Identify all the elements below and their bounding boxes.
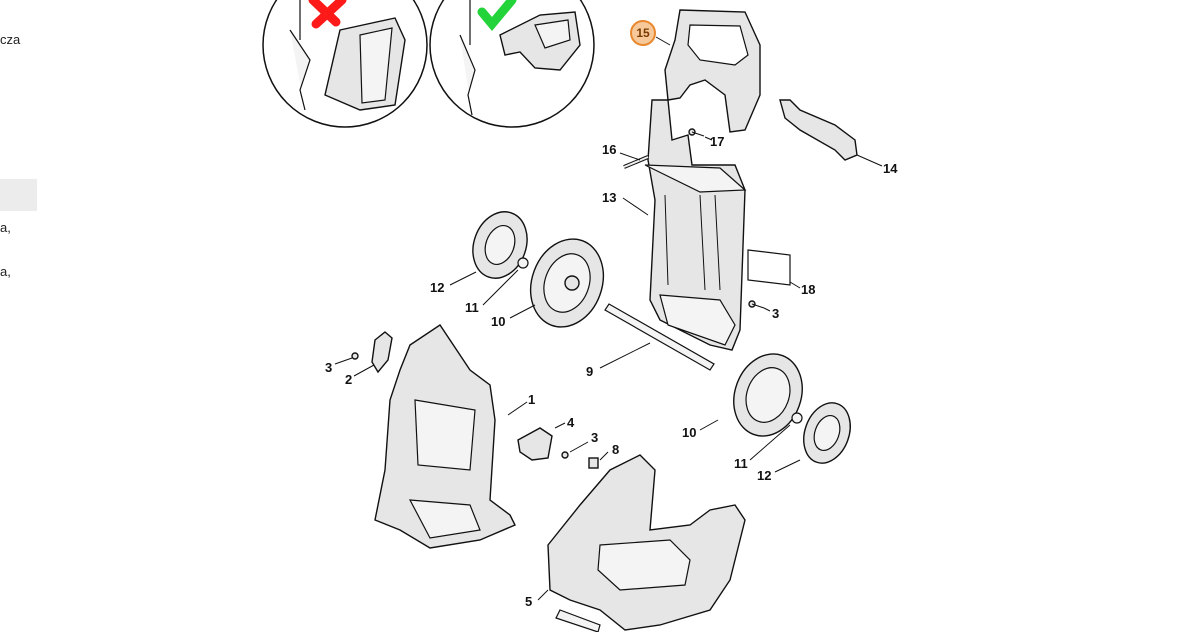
leader-lines bbox=[334, 36, 883, 601]
part-1-housing[interactable] bbox=[374, 324, 516, 549]
part-17-screw[interactable] bbox=[688, 128, 705, 137]
part-11-washer-lower[interactable] bbox=[791, 412, 803, 424]
detail-correct-mounting bbox=[429, 0, 595, 128]
label-12-upper[interactable]: 12 bbox=[430, 280, 444, 295]
sidebar-text-3: a, bbox=[0, 264, 11, 279]
label-3-right[interactable]: 3 bbox=[772, 306, 779, 321]
part-15-hotspot[interactable]: 15 bbox=[630, 20, 656, 46]
label-18[interactable]: 18 bbox=[801, 282, 815, 297]
label-8[interactable]: 8 bbox=[612, 442, 619, 457]
part-3-screw-left[interactable] bbox=[351, 352, 359, 360]
part-4-bracket[interactable] bbox=[517, 427, 553, 461]
label-3-middle[interactable]: 3 bbox=[591, 430, 598, 445]
sidebar-text-2: a, bbox=[0, 220, 11, 235]
label-10-upper[interactable]: 10 bbox=[491, 314, 505, 329]
sidebar-text-1: cza bbox=[0, 32, 21, 47]
part-11-washer-upper[interactable] bbox=[517, 257, 529, 269]
part-8-clip[interactable] bbox=[588, 457, 599, 469]
label-11-lower[interactable]: 11 bbox=[734, 456, 748, 471]
label-4[interactable]: 4 bbox=[567, 415, 575, 430]
part-10-wheel-upper[interactable] bbox=[519, 229, 616, 338]
wrong-mark-icon bbox=[308, 0, 347, 29]
label-10-lower[interactable]: 10 bbox=[682, 425, 696, 440]
label-3-left[interactable]: 3 bbox=[325, 360, 332, 375]
detail-wrong-mounting bbox=[262, 0, 428, 128]
label-9[interactable]: 9 bbox=[586, 364, 593, 379]
label-17[interactable]: 17 bbox=[710, 134, 724, 149]
part-5-base[interactable] bbox=[547, 454, 746, 632]
part-3-screw-right[interactable] bbox=[748, 300, 765, 309]
label-15: 15 bbox=[636, 26, 650, 40]
part-2-lever[interactable] bbox=[371, 331, 393, 374]
part-3-screw-middle[interactable] bbox=[561, 451, 569, 459]
part-12-hubcap-upper[interactable] bbox=[464, 204, 536, 286]
label-12-lower[interactable]: 12 bbox=[757, 468, 771, 483]
label-5[interactable]: 5 bbox=[525, 594, 532, 609]
label-13[interactable]: 13 bbox=[602, 190, 616, 205]
part-14-hose-guide[interactable] bbox=[779, 99, 858, 161]
part-15-handle[interactable] bbox=[664, 9, 761, 133]
label-14[interactable]: 14 bbox=[883, 161, 898, 176]
label-16[interactable]: 16 bbox=[602, 142, 616, 157]
part-18-sticker[interactable] bbox=[747, 249, 791, 286]
part-12-hubcap-lower[interactable] bbox=[796, 396, 859, 469]
part-13-frame[interactable] bbox=[644, 99, 747, 351]
part-10-wheel-lower[interactable] bbox=[723, 344, 814, 446]
sidebar-highlighted-item[interactable] bbox=[0, 179, 37, 211]
label-2[interactable]: 2 bbox=[345, 372, 352, 387]
label-1[interactable]: 1 bbox=[528, 392, 535, 407]
right-mark-icon bbox=[477, 0, 517, 32]
label-11-upper[interactable]: 11 bbox=[465, 300, 479, 315]
part-16-bolt[interactable] bbox=[623, 155, 649, 169]
part-9-axle[interactable] bbox=[604, 303, 715, 371]
